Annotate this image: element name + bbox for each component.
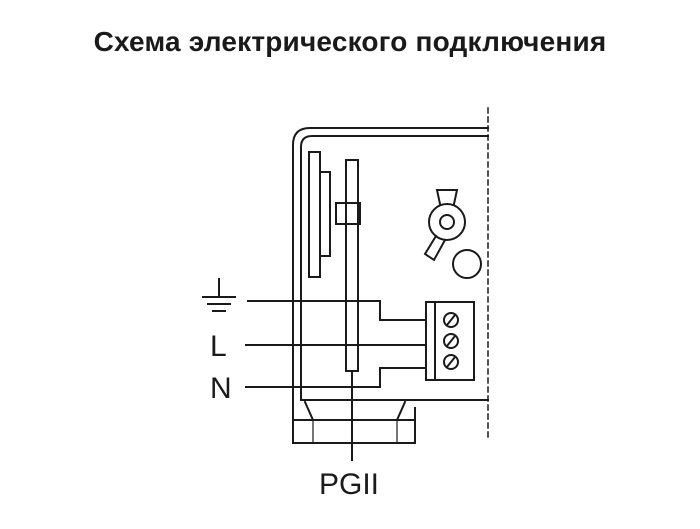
- label-line: L: [210, 330, 227, 363]
- screw-terminal-icon: [443, 354, 459, 370]
- ground-symbol-icon: [202, 278, 236, 312]
- enclosure-housing: [292, 107, 489, 444]
- screw-terminal-icon: [443, 312, 459, 328]
- wire-earth: [247, 300, 427, 321]
- vertical-rail: [335, 159, 361, 372]
- label-gland: PGII: [319, 468, 379, 501]
- wing-nut-icon: [423, 189, 466, 262]
- indicator-circle: [452, 249, 482, 279]
- wire-neutral: [245, 367, 427, 388]
- label-neutral: N: [210, 372, 232, 405]
- cable-gland: [292, 399, 416, 444]
- page-title: Схема электрического подключения: [93, 26, 607, 57]
- terminal-block: [425, 301, 475, 381]
- mounting-plate: [308, 151, 331, 278]
- screw-terminal-icon: [443, 333, 459, 349]
